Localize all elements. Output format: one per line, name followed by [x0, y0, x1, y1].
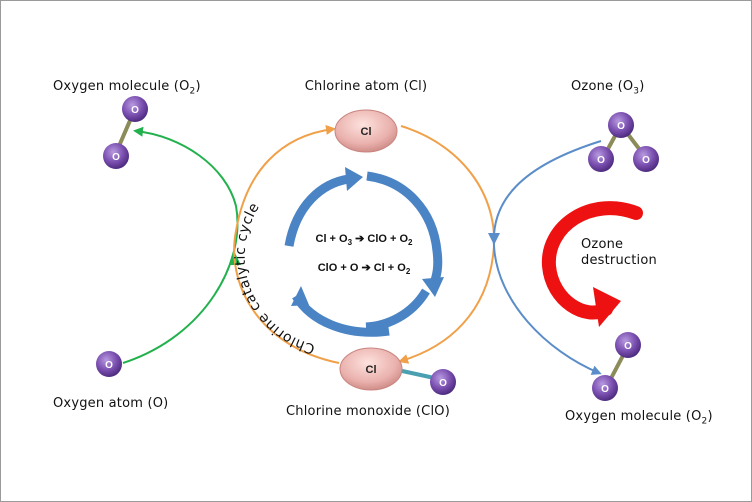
oxygen-symbol: O [439, 378, 447, 389]
chlorine-atom-label: Chlorine atom (Cl) [304, 79, 428, 94]
ozone-label: Ozone (O3) [571, 79, 645, 97]
reaction-equation-2: ClO + O ➔ Cl + O2 [317, 262, 411, 277]
oxygen-atom-icon [588, 146, 614, 172]
red-destruction-arrowhead [593, 287, 621, 327]
oxygen-symbol: O [131, 105, 139, 116]
oxygen-atom-icon [633, 146, 659, 172]
catalytic-cycle-label: Chlorine catalytic cycle [233, 200, 317, 357]
oxygen-symbol: O [597, 155, 605, 166]
oxygen-symbol: O [112, 152, 120, 163]
oxygen-atom-icon [608, 112, 634, 138]
oxygen-atom-icon [430, 369, 456, 395]
ozone-destruction-label-line1: Ozone [581, 237, 624, 252]
blue-cycle-right-arrowhead [422, 277, 444, 297]
reaction-equation-1: Cl + O3 ➔ ClO + O2 [315, 233, 413, 248]
oxygen-atom-icon [615, 332, 641, 358]
oxygen-atom-label: Oxygen atom (O) [53, 396, 169, 411]
chlorine-symbol: Cl [361, 126, 372, 138]
blue-ozone-path [492, 140, 602, 375]
oxygen-atom-icon [122, 96, 148, 122]
orange-cycle-right-arc [398, 125, 496, 364]
oxygen-symbol: O [624, 341, 632, 352]
blue-cycle-top-right-arc [366, 171, 443, 288]
oxygen-atom-icon [96, 351, 122, 377]
oxygen-atom-icon [592, 375, 618, 401]
chlorine-atom-icon [334, 109, 398, 153]
orange-cycle-left-arc [233, 124, 340, 364]
oxygen-molecule-right-label: Oxygen molecule (O2) [565, 409, 713, 427]
chlorine-atom-icon [339, 347, 403, 391]
blue-cycle-bottom-right-arc [365, 288, 430, 332]
chlorine-symbol: Cl [366, 364, 377, 376]
blue-cycle-bottom-left-arrowhead [291, 286, 309, 306]
oxygen-symbol: O [105, 360, 113, 371]
oxygen-molecule-left-label: Oxygen molecule (O2) [53, 79, 201, 97]
blue-cycle-top-left-arrowhead [345, 167, 363, 191]
ozone-destruction-label-line2: destruction [581, 253, 657, 268]
oxygen-symbol: O [601, 384, 609, 395]
blue-midpoint-arrowhead [488, 233, 500, 245]
blue-cycle-top-left-arc [284, 174, 350, 247]
green-reaction-arrow [122, 126, 239, 364]
chlorine-monoxide-label: Chlorine monoxide (ClO) [286, 404, 450, 419]
red-destruction-arrow [541, 201, 643, 320]
oxygen-symbol: O [617, 121, 625, 132]
oxygen-symbol: O [642, 155, 650, 166]
oxygen-atom-icon [103, 143, 129, 169]
